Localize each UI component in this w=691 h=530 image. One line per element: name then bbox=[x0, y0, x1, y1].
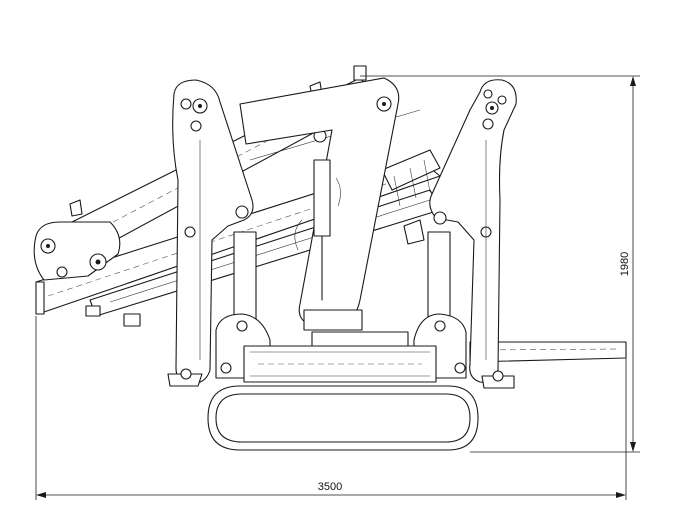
height-dimension-label: 1980 bbox=[619, 252, 631, 276]
left-outrigger bbox=[167, 79, 254, 387]
central-column bbox=[239, 77, 400, 331]
turntable bbox=[243, 331, 437, 383]
width-dimension-label: 3500 bbox=[318, 481, 342, 493]
crawler-track bbox=[207, 385, 479, 451]
width-dimension: 3500 bbox=[36, 481, 626, 498]
right-outrigger bbox=[429, 79, 517, 389]
height-dimension: 1980 bbox=[619, 76, 636, 452]
dimension-extension-lines bbox=[35, 75, 640, 500]
